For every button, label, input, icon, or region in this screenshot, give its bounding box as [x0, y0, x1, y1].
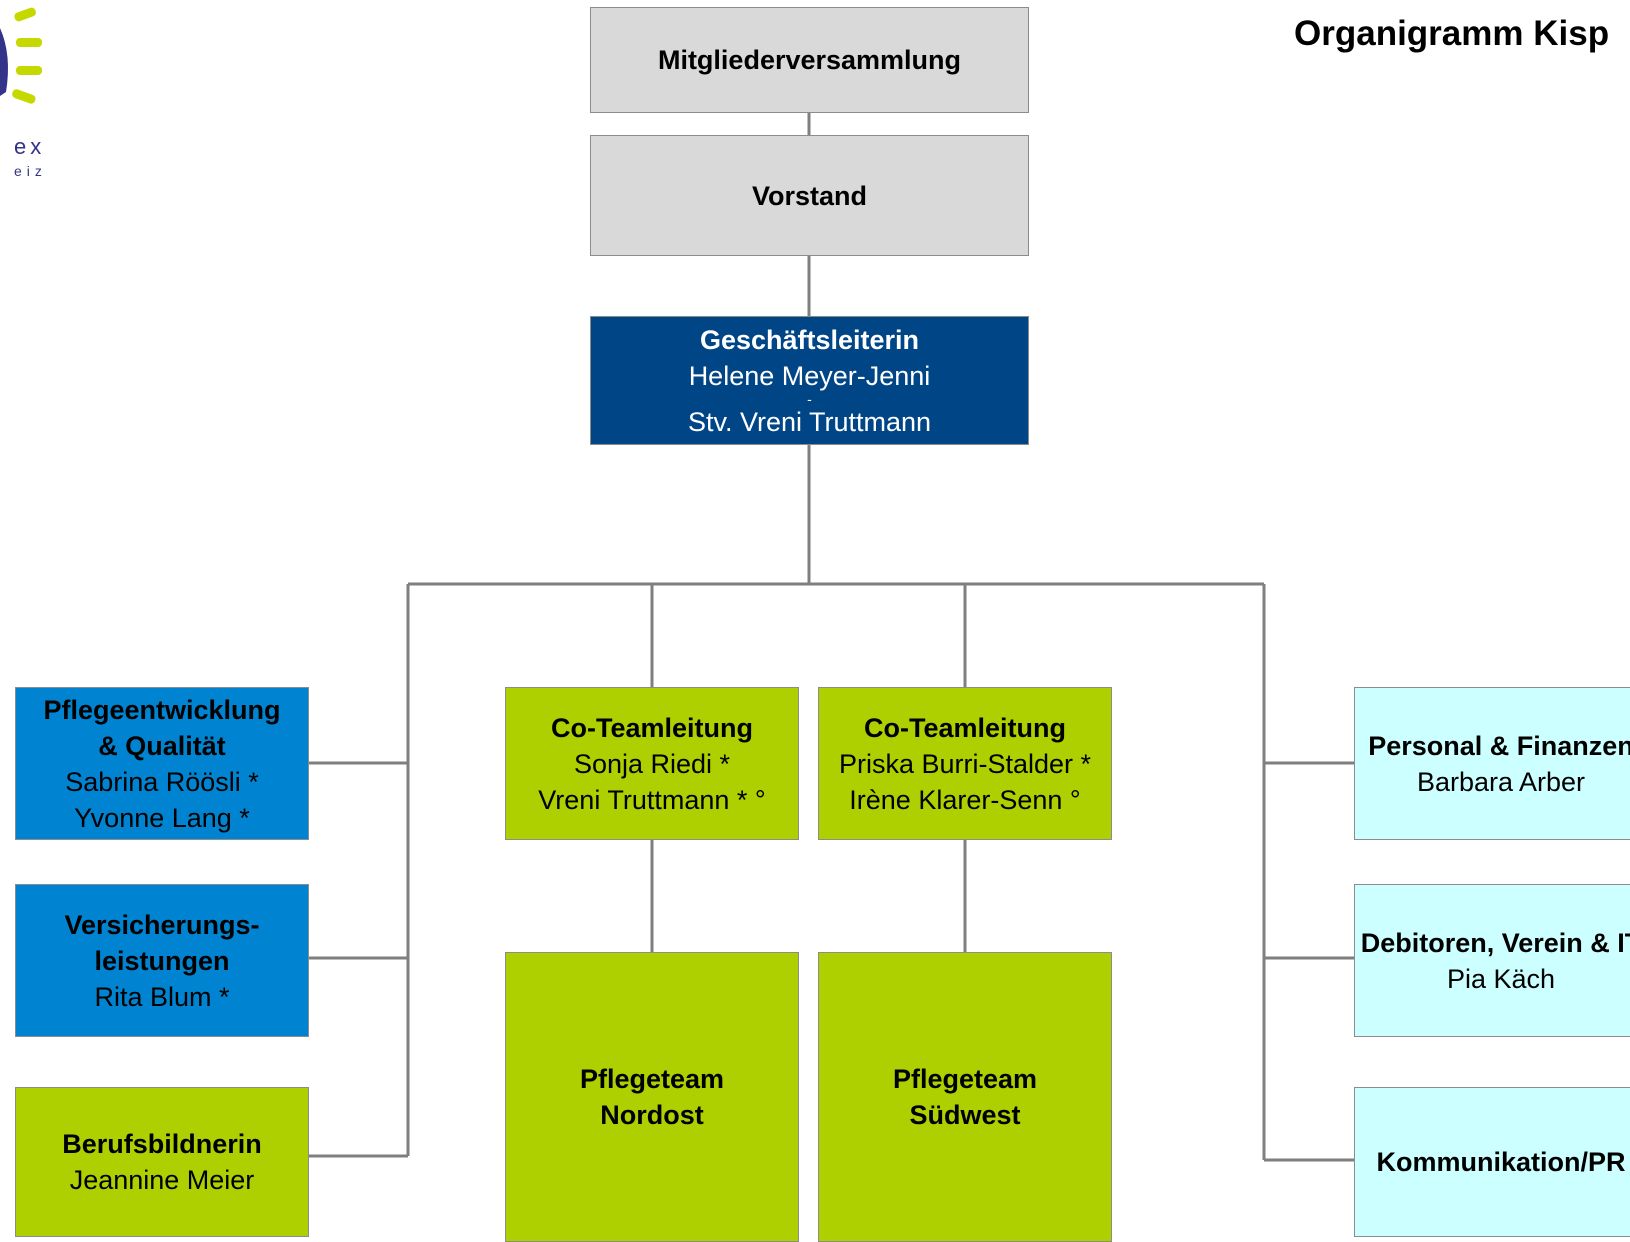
box-name: Barbara Arber — [1416, 766, 1586, 797]
box-title: Geschäftsleiterin — [699, 324, 920, 355]
box-coteamleitung-2: Co-Teamleitung Priska Burri-Stalder * Ir… — [818, 687, 1112, 840]
box-berufsbildnerin: Berufsbildnerin Jeannine Meier — [15, 1087, 309, 1237]
box-geschaeftsleiterin: Geschäftsleiterin Helene Meyer-Jenni - S… — [590, 316, 1029, 445]
box-name2: Vreni Truttmann * ° — [538, 784, 766, 815]
logo-text-line1: ex — [14, 134, 46, 159]
box-title-line2: & Qualität — [98, 730, 226, 761]
box-deputy: Stv. Vreni Truttmann — [687, 406, 932, 437]
box-name: Pia Käch — [1446, 963, 1556, 994]
box-title-line2: Nordost — [600, 1100, 704, 1130]
box-vorstand: Vorstand — [590, 135, 1029, 256]
box-debitoren-verein-it: Debitoren, Verein & IT Pia Käch — [1354, 884, 1630, 1037]
box-name1: Priska Burri-Stalder * — [838, 748, 1092, 779]
box-pflegeteam-nordost: Pflegeteam Nordost — [505, 952, 799, 1242]
box-title: Mitgliederversammlung — [657, 45, 962, 75]
box-separator: - — [807, 390, 812, 407]
box-title-line2: Südwest — [909, 1100, 1021, 1130]
box-title: Co-Teamleitung — [551, 712, 753, 743]
box-name2: Irène Klarer-Senn ° — [849, 784, 1081, 815]
box-name: Helene Meyer-Jenni — [688, 360, 931, 391]
box-title: Berufsbildnerin — [62, 1129, 262, 1159]
box-title-line1: Pflegeteam — [579, 1064, 725, 1094]
box-pflegeentwicklung: Pflegeentwicklung & Qualität Sabrina Röö… — [15, 687, 309, 840]
box-name1: Sabrina Röösli * — [65, 766, 259, 797]
box-coteamleitung-1: Co-Teamleitung Sonja Riedi * Vreni Trutt… — [505, 687, 799, 840]
box-title-line1: Pflegeteam — [892, 1064, 1038, 1094]
box-name2: Yvonne Lang * — [74, 802, 250, 833]
box-title-line2: leistungen — [94, 945, 230, 976]
box-versicherungsleistungen: Versicherungs- leistungen Rita Blum * — [15, 884, 309, 1037]
box-title: Debitoren, Verein & IT — [1360, 927, 1630, 958]
sun-logo-icon — [0, 7, 42, 104]
box-mitgliederversammlung: Mitgliederversammlung — [590, 7, 1029, 113]
box-title: Personal & Finanzen — [1368, 730, 1630, 761]
box-kommunikation-pr: Kommunikation/PR — [1354, 1087, 1630, 1237]
logo-text-line2: eiz — [14, 163, 47, 179]
box-title: Co-Teamleitung — [864, 712, 1066, 743]
box-name: Jeannine Meier — [69, 1165, 255, 1195]
page-title: Organigramm Kisp — [1294, 14, 1610, 53]
box-name1: Sonja Riedi * — [573, 748, 731, 779]
box-title: Kommunikation/PR — [1376, 1147, 1626, 1177]
box-name1: Rita Blum * — [94, 981, 230, 1012]
box-title: Vorstand — [751, 180, 867, 211]
box-title-line1: Versicherungs- — [64, 909, 260, 940]
box-pflegeteam-suedwest: Pflegeteam Südwest — [818, 952, 1112, 1242]
box-personal-finanzen: Personal & Finanzen Barbara Arber — [1354, 687, 1630, 840]
box-title-line1: Pflegeentwicklung — [43, 694, 281, 725]
